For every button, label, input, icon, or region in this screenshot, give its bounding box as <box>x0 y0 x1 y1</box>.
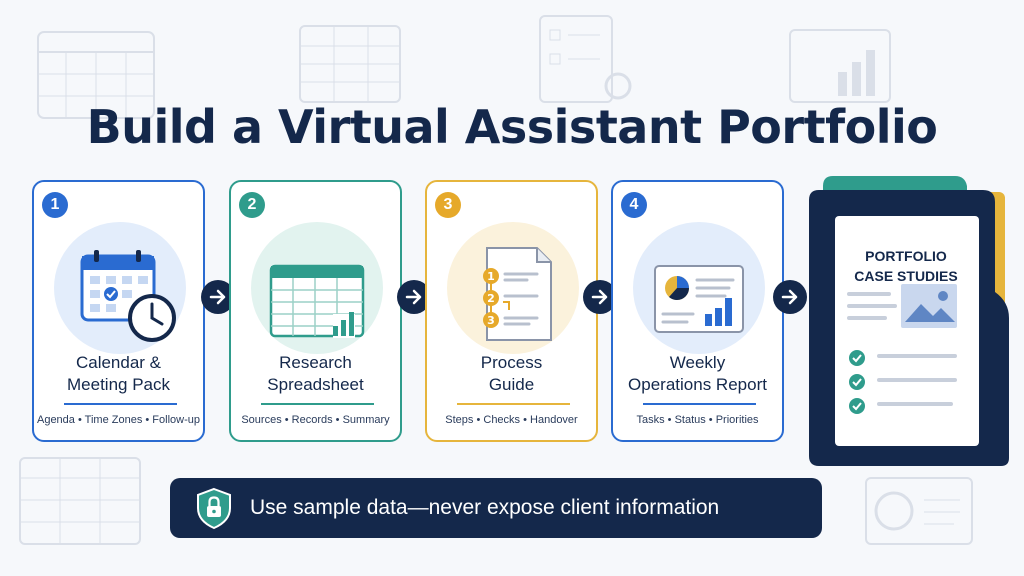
step-card-spreadsheet: 2 Research Spreadsheet Sources • Records… <box>229 180 402 442</box>
background-checklist-icon <box>539 15 632 103</box>
step-title-line2: Meeting Pack <box>67 375 170 394</box>
portfolio-label-line1: PORTFOLIO <box>865 248 947 264</box>
step-title-line1: Weekly <box>669 353 726 372</box>
step-title-line1: Calendar & <box>75 353 162 372</box>
process-step-number: 1 <box>487 270 495 283</box>
step-card-weekly-report: 4 Weekly Operations Report Tasks • Statu… <box>611 180 784 442</box>
step-tags: Steps • Checks • Handover <box>445 414 578 426</box>
report-chart-icon <box>654 265 744 333</box>
divider <box>64 403 177 405</box>
background-pie-chart-icon <box>865 477 973 545</box>
step-number-badge: 2 <box>239 192 265 218</box>
process-document-icon: 1 2 3 <box>483 247 552 341</box>
banner-text: Use sample data—never expose client info… <box>250 496 720 519</box>
process-step-number: 3 <box>487 314 495 327</box>
spreadsheet-icon <box>269 264 365 338</box>
page-title: Build a Virtual Assistant Portfolio <box>86 100 938 154</box>
step-tags: Sources • Records • Summary <box>241 414 390 426</box>
step-card-calendar: 1 Calendar & Meeting Pack Agenda • Time … <box>32 180 205 442</box>
step-card-process-guide: 3 1 2 3 Process Guide Steps • Checks • H… <box>425 180 598 442</box>
portfolio-label-line2: CASE STUDIES <box>854 268 958 284</box>
process-step-number: 2 <box>487 292 495 305</box>
step-title-line2: Spreadsheet <box>267 375 364 394</box>
divider <box>643 403 756 405</box>
step-number-badge: 3 <box>435 192 461 218</box>
calendar-clock-icon <box>80 250 176 342</box>
shield-lock-icon <box>197 487 231 530</box>
step-title-line2: Guide <box>488 375 535 394</box>
step-number-badge: 1 <box>42 192 68 218</box>
background-sheet-icon <box>299 25 401 103</box>
step-tags: Agenda • Time Zones • Follow-up <box>36 414 200 426</box>
background-bar-chart-icon <box>789 29 891 103</box>
step-number-badge: 4 <box>621 192 647 218</box>
step-title: Research Spreadsheet <box>231 352 400 396</box>
step-title: Calendar & Meeting Pack <box>34 352 203 396</box>
step-title: Process Guide <box>427 352 596 396</box>
step-title-line1: Process <box>480 353 543 372</box>
step-title-line2: Operations Report <box>628 375 767 394</box>
background-calendar-icon <box>37 31 155 119</box>
step-title-line1: Research <box>279 353 352 372</box>
step-tags: Tasks • Status • Priorities <box>636 414 759 426</box>
background-table-icon <box>19 457 141 545</box>
privacy-banner: Use sample data—never expose client info… <box>170 478 822 538</box>
portfolio-folder-icon <box>809 176 1009 466</box>
divider <box>261 403 374 405</box>
arrow-right-icon <box>773 280 807 314</box>
portfolio-label: PORTFOLIO CASE STUDIES <box>836 246 976 286</box>
divider <box>457 403 570 405</box>
step-title: Weekly Operations Report <box>613 352 782 396</box>
